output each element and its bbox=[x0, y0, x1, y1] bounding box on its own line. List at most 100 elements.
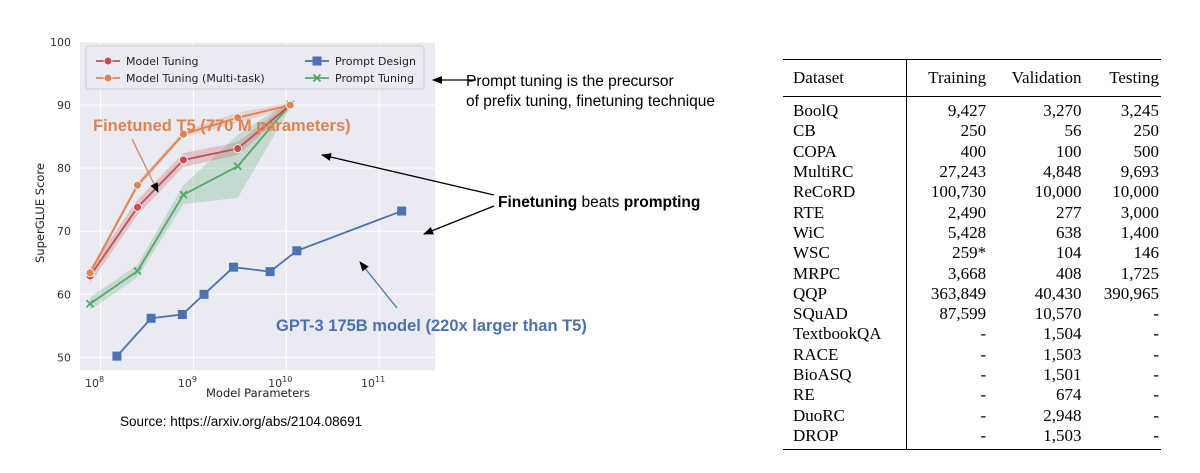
table-cell: 500 bbox=[1133, 141, 1160, 161]
y-tick-label: 60 bbox=[57, 288, 71, 301]
table-cell: DROP bbox=[783, 425, 908, 450]
series-model-tuning-multi-task bbox=[85, 100, 295, 278]
data-point bbox=[179, 190, 188, 199]
finetuning-note: Finetuning beats prompting bbox=[498, 194, 700, 212]
table-cell: TextbookQA bbox=[783, 324, 908, 345]
table-cell: 390,965 bbox=[1103, 283, 1159, 303]
table-cell: - bbox=[980, 405, 987, 425]
table-cell: 259* bbox=[952, 243, 987, 263]
data-point bbox=[285, 100, 295, 110]
legend-item: Model Tuning (Multi-task) bbox=[96, 72, 265, 85]
data-point bbox=[233, 113, 243, 123]
table-cell: 2,948 bbox=[1043, 405, 1082, 425]
table-cell: 3,270 bbox=[1043, 101, 1082, 121]
table-header-row: Dataset Training Validation Testing bbox=[783, 59, 1161, 97]
table-cell: 1,725 bbox=[1120, 263, 1159, 283]
table-cell: - bbox=[1153, 344, 1159, 364]
legend-box bbox=[85, 45, 425, 90]
table-cell: BoolQ bbox=[783, 96, 908, 122]
table-cell: 2,490 bbox=[947, 202, 987, 222]
x-tick-label: 1010 bbox=[268, 375, 292, 390]
y-axis-label: SuperGLUE Score bbox=[33, 163, 47, 263]
y-tick-label: 50 bbox=[57, 351, 71, 364]
table-row: TextbookQA-1,504- bbox=[783, 324, 1161, 345]
legend-note: Prompt tuning is the precursor of prefix… bbox=[466, 72, 715, 112]
table-row: DuoRC-2,948- bbox=[783, 405, 1161, 426]
table-cell: SQuAD bbox=[783, 303, 908, 325]
table-cell: WSC bbox=[783, 243, 908, 264]
table-cell: - bbox=[980, 324, 987, 344]
data-point bbox=[233, 162, 242, 171]
table-cell: 250 bbox=[1133, 121, 1160, 141]
table-cell: BioASQ bbox=[783, 364, 908, 386]
data-point bbox=[103, 56, 113, 66]
table-cell: 146 bbox=[1133, 243, 1160, 263]
table-cell: - bbox=[1153, 365, 1159, 384]
table-cell: RTE bbox=[783, 202, 908, 223]
table-cell: 40,430 bbox=[1034, 283, 1082, 303]
table-cell: - bbox=[980, 425, 987, 445]
table-cell: 5,428 bbox=[947, 222, 987, 242]
legend-item: Prompt Tuning bbox=[305, 72, 414, 85]
table-cell: 250 bbox=[960, 121, 987, 141]
data-point-stroke bbox=[85, 299, 95, 308]
table-cell: 408 bbox=[1056, 263, 1082, 283]
data-point-stroke bbox=[133, 266, 142, 276]
finetuning-word: Finetuning bbox=[498, 194, 578, 211]
x-axis-label: Model Parameters bbox=[206, 386, 310, 400]
table-row: RE-674- bbox=[783, 385, 1161, 406]
y-tick-label: 90 bbox=[57, 99, 71, 112]
legend-label: Prompt Design bbox=[335, 55, 416, 68]
table-cell: 638 bbox=[1056, 222, 1082, 242]
table-cell: 3,668 bbox=[947, 263, 987, 283]
legend-item: Model Tuning bbox=[96, 55, 199, 68]
annotation-finetuned-t5: Finetuned T5 (770 M parameters) bbox=[93, 117, 351, 135]
prompting-word: prompting bbox=[623, 194, 701, 211]
data-point bbox=[133, 180, 142, 190]
data-point bbox=[146, 313, 156, 323]
x-tick-label: 109 bbox=[178, 375, 197, 390]
table-cell: - bbox=[1153, 385, 1159, 405]
arrow-finetuned-t5 bbox=[131, 138, 159, 193]
table-cell: 1,503 bbox=[1043, 425, 1082, 445]
table-row: BioASQ-1,501- bbox=[783, 364, 1161, 386]
table-cell: - bbox=[980, 365, 987, 384]
legend-note-line2: of prefix tuning, finetuning technique bbox=[466, 93, 716, 110]
source-citation: Source: https://arxiv.org/abs/2104.08691 bbox=[120, 414, 363, 429]
data-point bbox=[179, 129, 188, 139]
table-cell: 1,504 bbox=[1043, 324, 1082, 344]
table-cell: 1,503 bbox=[1043, 344, 1082, 364]
table-cell: WiC bbox=[783, 222, 908, 244]
table-cell: - bbox=[980, 344, 987, 364]
arrow-gpt3 bbox=[359, 261, 398, 309]
data-point bbox=[103, 73, 113, 83]
data-point bbox=[397, 206, 407, 216]
data-point bbox=[228, 262, 238, 272]
annotation-gpt3: GPT-3 175B model (220x larger than T5) bbox=[276, 317, 587, 335]
data-point bbox=[85, 299, 95, 308]
table-cell: 87,599 bbox=[939, 304, 987, 324]
header-training: Training bbox=[928, 68, 987, 87]
table-cell: 100 bbox=[1056, 141, 1082, 161]
arrow-finetuning-bottom bbox=[423, 205, 495, 235]
data-point bbox=[177, 309, 187, 319]
table-cell: 10,570 bbox=[1034, 304, 1082, 324]
legend-label: Model Tuning bbox=[126, 55, 199, 68]
legend-note-line1: Prompt tuning is the precursor bbox=[466, 73, 674, 90]
table-row: DROP-1,503- bbox=[783, 425, 1161, 450]
table-cell: 400 bbox=[960, 141, 987, 161]
table-cell: ReCoRD bbox=[783, 182, 908, 203]
data-point-stroke bbox=[179, 190, 188, 199]
data-point bbox=[133, 202, 142, 212]
table-cell: DuoRC bbox=[783, 405, 908, 426]
